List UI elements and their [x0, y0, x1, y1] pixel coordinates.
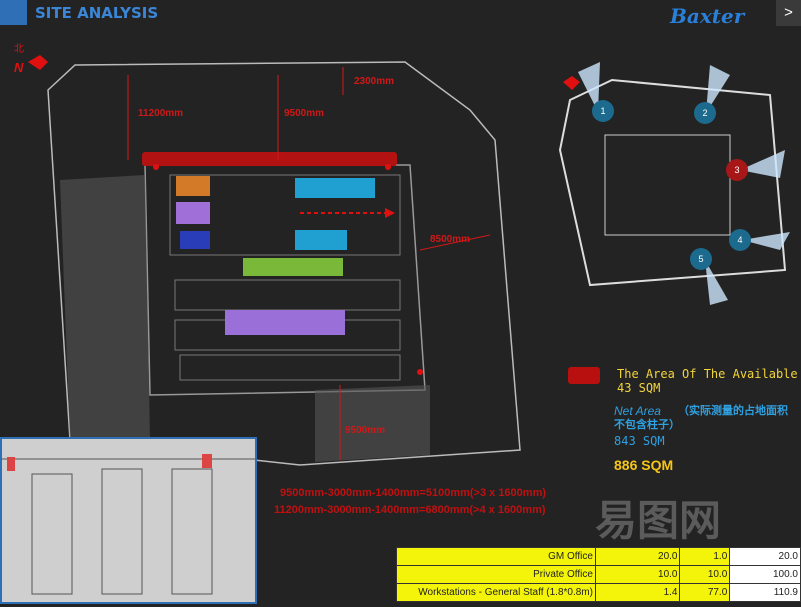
- view-marker-1[interactable]: 1: [592, 100, 614, 122]
- net-area-value: 843 SQM: [614, 434, 665, 448]
- building-outline: [47, 61, 521, 466]
- room-cyan-1: [295, 178, 375, 198]
- table-row: Workstations - General Staff (1.8*0.8m)1…: [396, 583, 801, 602]
- dim-11200: 11200mm: [138, 108, 184, 119]
- compass-icon: [28, 55, 48, 70]
- view-marker-4[interactable]: 4: [729, 229, 751, 251]
- room-orange: [176, 176, 210, 196]
- room-cyan-2: [295, 230, 347, 250]
- dim-9500-top: 9500mm: [284, 108, 325, 119]
- calc-line-1: 9500mm-3000mm-1400mm=5100mm(>3 x 1600mm): [280, 487, 547, 499]
- page-title: SITE ANALYSIS: [35, 4, 159, 22]
- hatched-area: [60, 175, 150, 440]
- floor-plan-inset: [0, 437, 257, 604]
- dim-2300: 2300mm: [354, 76, 395, 87]
- view-marker-2[interactable]: 2: [694, 102, 716, 124]
- dim-8500: 8500mm: [430, 234, 471, 245]
- room-green: [243, 258, 343, 276]
- view-marker-3[interactable]: 3: [726, 159, 748, 181]
- room-lavender: [225, 310, 345, 335]
- dim-9500-bottom: 9500mm: [345, 425, 386, 436]
- compass-cn: 北: [14, 44, 24, 55]
- available-area-swatch: [568, 367, 600, 384]
- compass-icon-small: [563, 76, 580, 90]
- header-accent: [0, 0, 27, 25]
- watermark: 易图网: [595, 497, 722, 544]
- net-area-note: （实际测量的占地面积 不包含柱子）: [614, 405, 799, 431]
- next-button[interactable]: >: [776, 0, 801, 26]
- mini-plan: [558, 78, 787, 287]
- available-area: [142, 152, 397, 166]
- room-purple: [176, 202, 210, 224]
- net-area-label: Net Area: [614, 404, 661, 418]
- view-marker-5[interactable]: 5: [690, 248, 712, 270]
- total-area: 886 SQM: [614, 457, 674, 473]
- baxter-logo: Baxter: [670, 4, 745, 28]
- available-value: 43 SQM: [617, 381, 661, 395]
- compass-n: N: [14, 60, 24, 75]
- available-label: The Area Of The Available: [617, 367, 798, 381]
- calc-line-2: 11200mm-3000mm-1400mm=6800mm(>4 x 1600mm…: [274, 504, 546, 516]
- room-blue: [180, 231, 210, 249]
